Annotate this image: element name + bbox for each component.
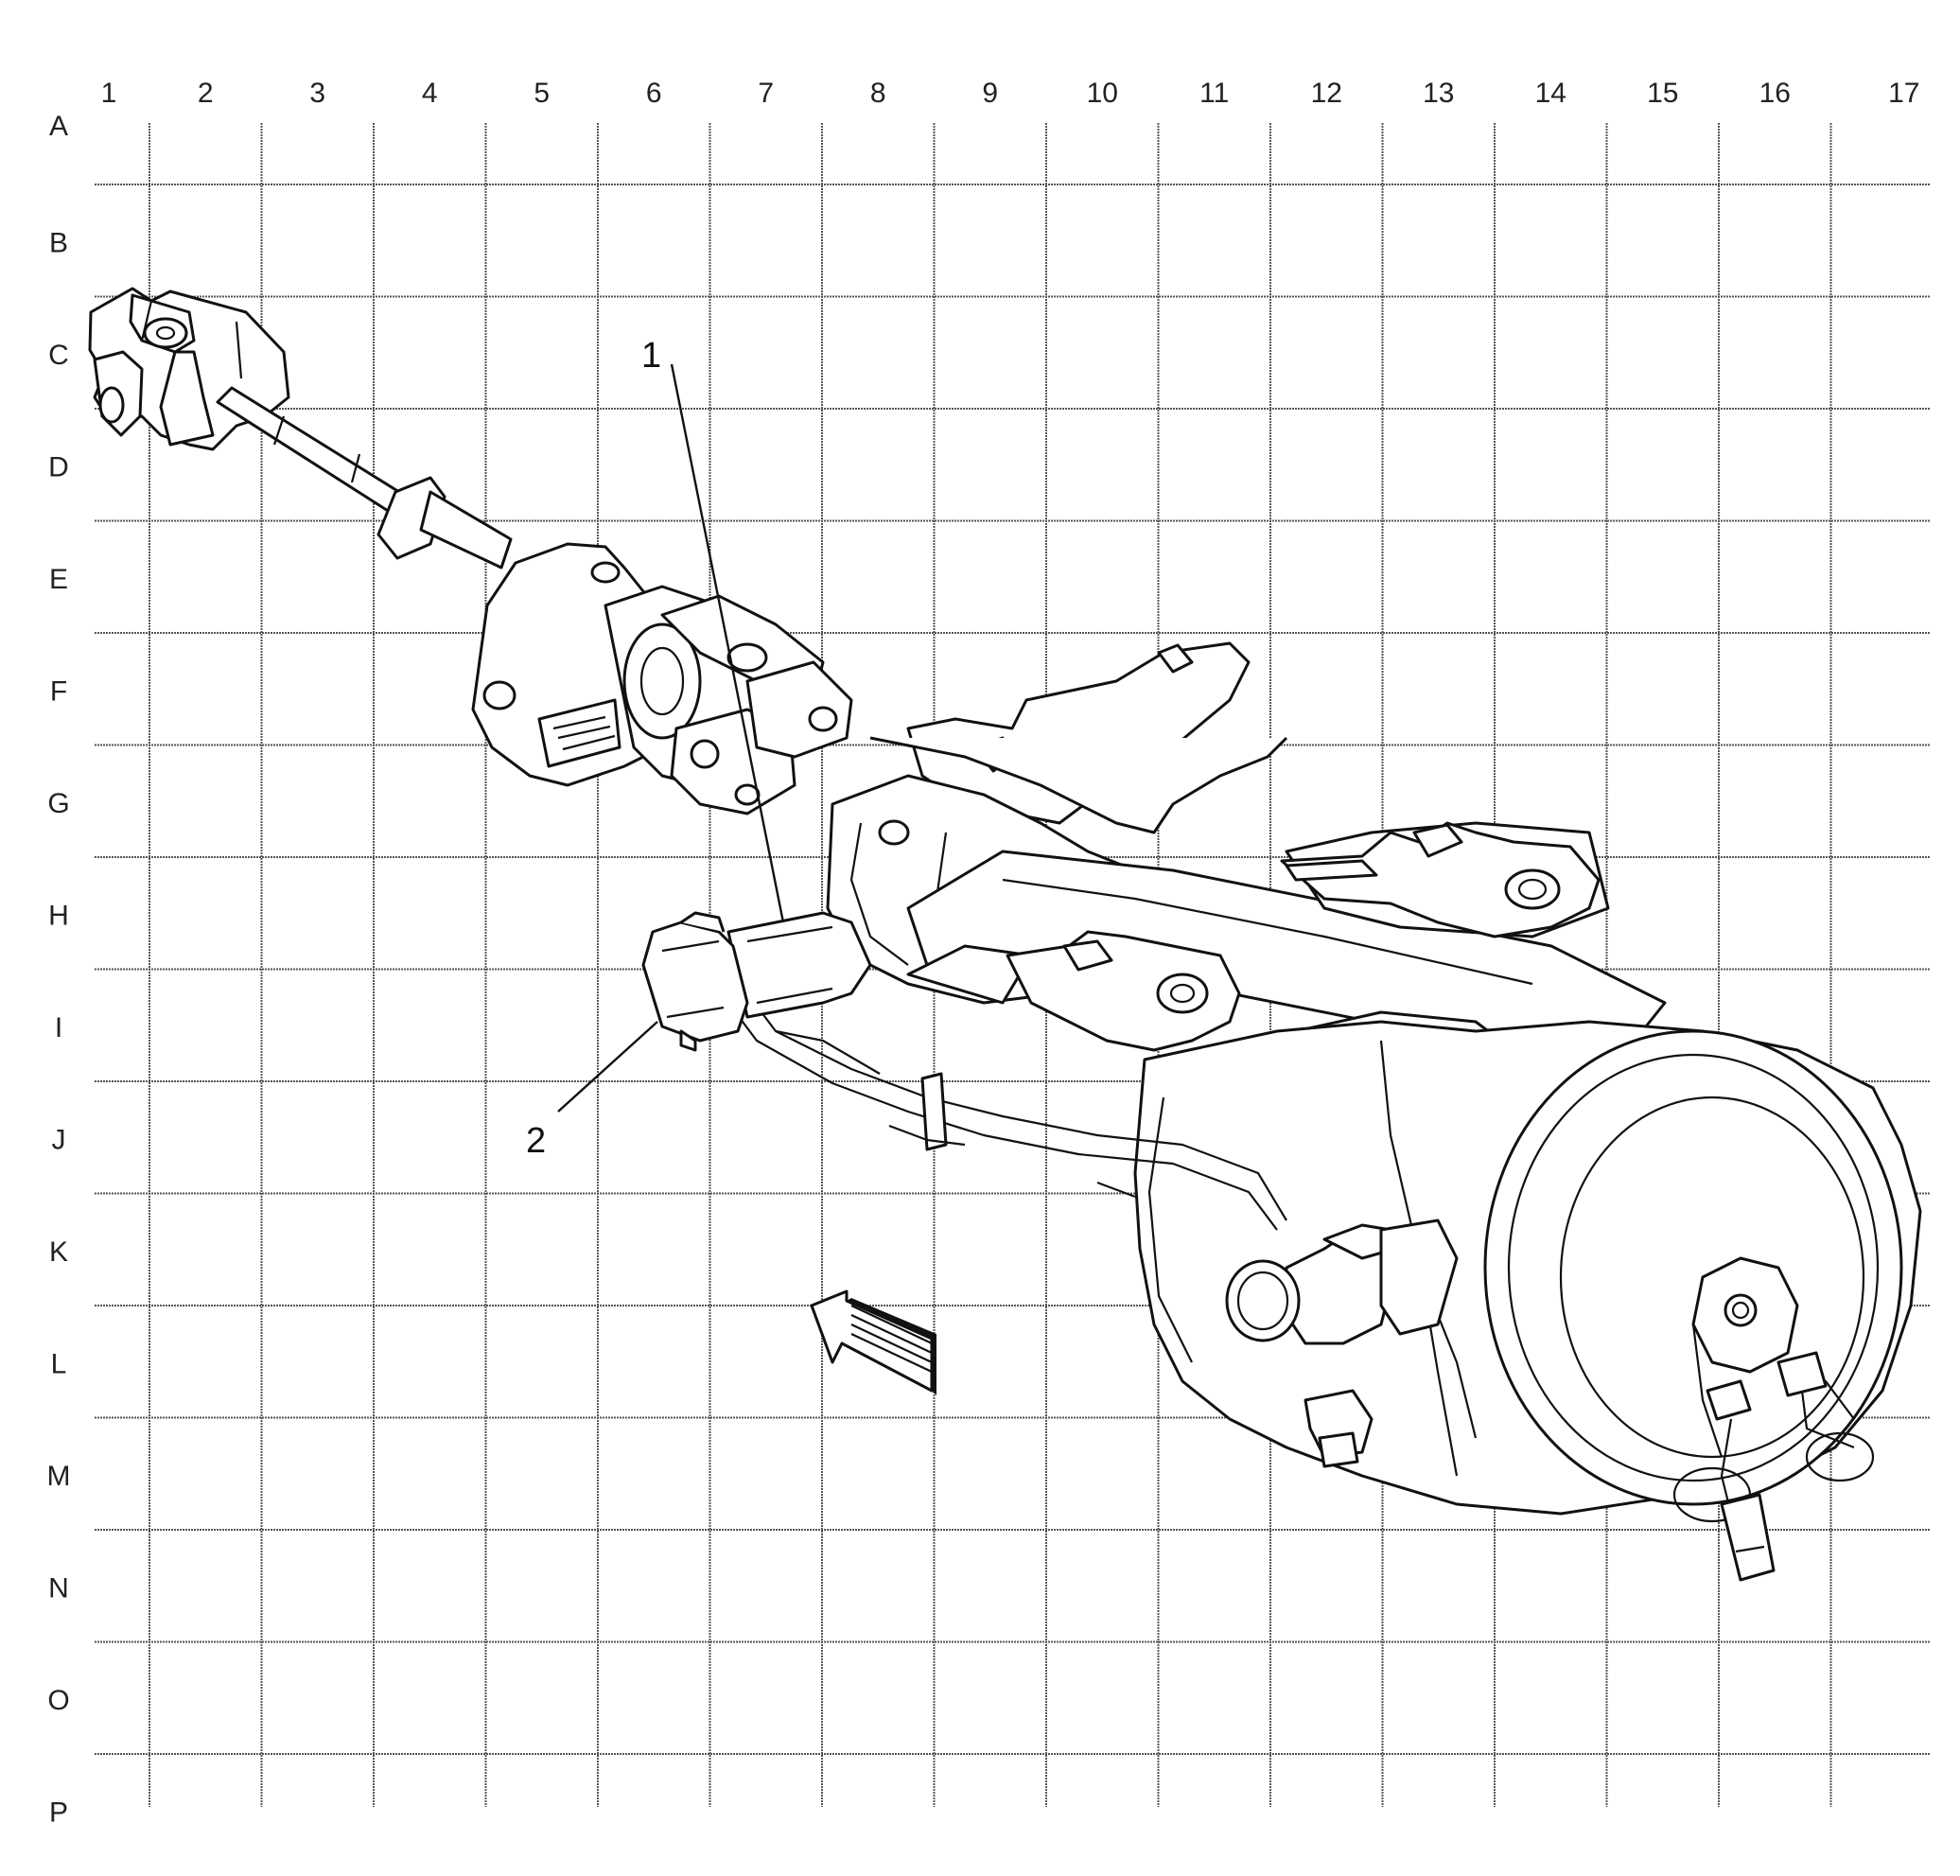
direction-arrow-icon — [810, 1289, 936, 1395]
column-label: 13 — [1423, 78, 1454, 109]
row-label: I — [55, 1012, 62, 1043]
column-label: 17 — [1888, 78, 1919, 109]
lower-universal-joint — [604, 585, 853, 815]
callout-2: 2 — [526, 1121, 546, 1161]
column-label: 3 — [309, 78, 325, 109]
row-label: M — [47, 1461, 71, 1492]
column-label: 15 — [1647, 78, 1678, 109]
row-label: C — [48, 340, 69, 371]
column-label: 14 — [1535, 78, 1566, 109]
face-connectors — [1672, 1351, 1875, 1582]
row-label: H — [48, 900, 69, 931]
column-label: 1 — [101, 78, 117, 109]
row-label: K — [49, 1236, 68, 1268]
column-label: 8 — [870, 78, 886, 109]
steering-column — [88, 287, 1922, 1582]
row-label: N — [48, 1572, 69, 1604]
column-label: 4 — [422, 78, 438, 109]
intermediate-shaft-joint — [88, 287, 290, 451]
row-label: A — [49, 111, 68, 142]
row-label: E — [49, 564, 68, 595]
callout-1-leader — [670, 363, 785, 923]
row-label: O — [47, 1685, 69, 1716]
row-label: B — [49, 227, 68, 258]
row-label: G — [47, 788, 69, 819]
lower-clip — [1304, 1389, 1374, 1468]
row-label: L — [51, 1348, 67, 1379]
row-labels: A B C D E F G H I J K L M N O P — [47, 111, 71, 1828]
left-mounting-bracket — [1006, 930, 1241, 1052]
row-label: F — [50, 675, 67, 707]
connector-assembly — [641, 911, 872, 1052]
row-label: D — [48, 451, 69, 482]
intermediate-shaft — [216, 386, 513, 570]
column-label: 11 — [1199, 78, 1229, 109]
column-label: 10 — [1087, 78, 1118, 109]
right-mounting-bracket — [1280, 821, 1601, 938]
callout-1: 1 — [641, 336, 661, 376]
column-label: 16 — [1759, 78, 1791, 109]
column-label: 5 — [534, 78, 550, 109]
steering-shaft-stub — [1225, 1219, 1459, 1345]
row-label: J — [52, 1124, 66, 1155]
column-label: 9 — [982, 78, 998, 109]
row-label: P — [49, 1797, 68, 1828]
callout-2-leader — [557, 1021, 658, 1113]
column-label: 2 — [198, 78, 214, 109]
wiring-harness — [699, 955, 1287, 1231]
column-label: 12 — [1311, 78, 1342, 109]
column-label: 6 — [646, 78, 662, 109]
column-label: 7 — [758, 78, 774, 109]
